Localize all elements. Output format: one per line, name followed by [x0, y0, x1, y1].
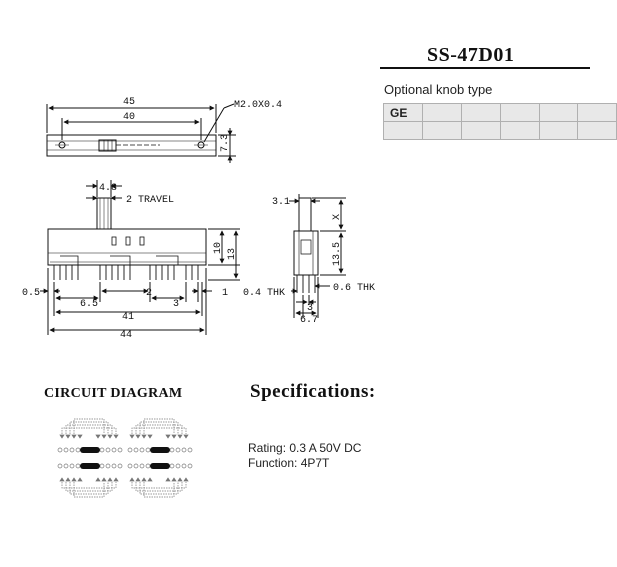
contact-bar	[80, 447, 100, 453]
slider-knob-top	[98, 139, 117, 152]
knob-cell	[422, 121, 463, 140]
dim-pin-spacing: 3	[307, 303, 313, 314]
circuit-diagram	[57, 418, 193, 498]
contact-bar	[80, 463, 100, 469]
dim-body-height: 10	[213, 242, 224, 254]
front-view	[40, 180, 240, 335]
dim-mount-spacing: 40	[123, 112, 135, 123]
specifications-heading: Specifications:	[250, 381, 376, 402]
knob-type-table: GE	[382, 103, 617, 140]
knob-cell	[577, 121, 617, 140]
dim-knob-offset: 3.1	[272, 197, 290, 208]
spec-function: Function: 4P7T	[248, 456, 330, 470]
dim-travel: 2 TRAVEL	[126, 195, 174, 206]
contact-window	[139, 236, 145, 246]
top-view	[46, 103, 236, 163]
title-underline	[380, 67, 590, 69]
part-number-title: SS-47D01	[427, 44, 515, 66]
dim-side-body-height: 13.5	[332, 242, 343, 266]
contact-bar	[150, 463, 170, 469]
top-view-body	[46, 134, 217, 157]
dim-total-height: 13	[227, 248, 238, 260]
dim-pin-thk-left: 0.4 THK	[243, 288, 285, 299]
dim-knob-width: 4.8	[99, 183, 117, 194]
knob-type-label: Optional knob type	[384, 82, 493, 97]
dim-pin-pitch: 2	[146, 288, 152, 299]
circuit-block-right	[127, 418, 193, 498]
side-view	[289, 194, 346, 318]
contact-window	[111, 236, 117, 246]
dim-left-margin: 0.5	[22, 288, 40, 299]
knob-cell	[382, 121, 424, 140]
circuit-block-left	[57, 418, 123, 498]
side-body	[293, 230, 319, 276]
side-knob	[298, 197, 312, 232]
dim-group-gap: 3	[173, 299, 179, 310]
dim-right-margin: 1	[222, 288, 228, 299]
knob-cell	[577, 103, 617, 122]
contact-bar	[150, 447, 170, 453]
contact-window	[125, 236, 131, 246]
dim-pin-thk-right: 0.6 THK	[333, 283, 375, 294]
dim-first-pin: 6.5	[80, 299, 98, 310]
spec-rating: Rating: 0.3 A 50V DC	[248, 441, 362, 455]
circuit-diagram-heading: CIRCUIT DIAGRAM	[44, 386, 183, 401]
table-row	[382, 121, 617, 140]
dim-body-length: 44	[120, 330, 132, 341]
dim-overall-length: 45	[123, 97, 135, 108]
dim-knob-height: X	[332, 214, 343, 220]
dim-pin-span: 41	[122, 312, 134, 323]
front-view-body	[47, 228, 207, 266]
dim-side-width: 6.7	[300, 315, 318, 326]
knob-cell	[461, 103, 501, 122]
dim-thread: M2.0X0.4	[234, 100, 282, 111]
dim-width: 7.3	[220, 134, 231, 152]
pin-row	[50, 255, 206, 280]
knob-cell	[538, 121, 579, 140]
